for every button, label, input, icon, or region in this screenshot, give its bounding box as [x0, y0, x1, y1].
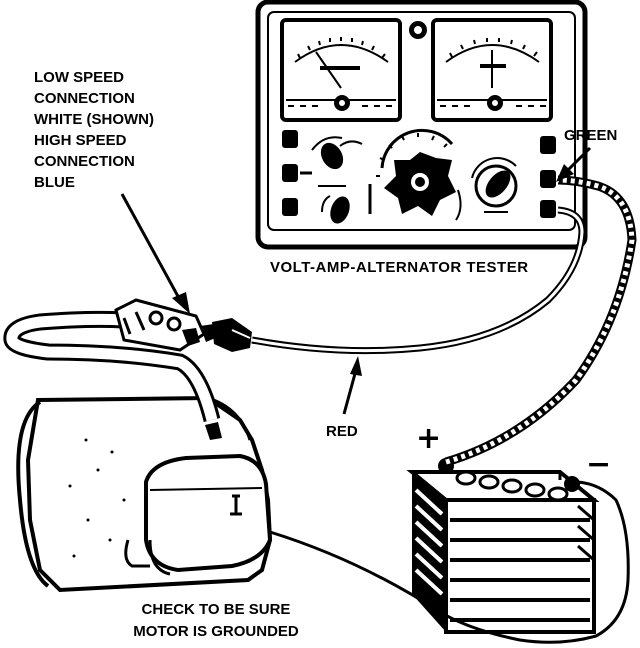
tester-unit: VOLT-AMP-ALTERNATOR TESTER [255, 0, 588, 276]
arrow-head-icon [172, 292, 190, 314]
arrow-head-icon [556, 164, 574, 182]
alligator-clip-icon [212, 318, 252, 352]
connection-note: LOW SPEED CONNECTION WHITE (SHOWN) HIGH … [34, 69, 154, 191]
connection-note-line: BLUE [34, 174, 75, 191]
amp-meter-icon [431, 18, 553, 122]
top-knob-icon [409, 21, 427, 39]
wires [3, 175, 637, 644]
arrow-head-icon [350, 356, 362, 376]
tester-label: VOLT-AMP-ALTERNATOR TESTER [270, 259, 529, 276]
connection-note-line: WHITE (SHOWN) [34, 111, 154, 128]
green-label: GREEN [564, 127, 617, 144]
connection-note-line: HIGH SPEED [34, 132, 127, 149]
right-terminals-icon [540, 136, 556, 218]
connector-plug-icon [114, 298, 220, 352]
ground-note-line: CHECK TO BE SURE [142, 601, 291, 618]
range-dial-icon [471, 157, 518, 213]
connection-note-line: LOW SPEED [34, 69, 124, 86]
connection-note-line: CONNECTION [34, 90, 135, 107]
selector-switch-icon [311, 136, 363, 224]
left-terminals-icon [282, 130, 312, 216]
battery-icon [406, 458, 600, 634]
ground-note: CHECK TO BE SURE MOTOR IS GROUNDED [133, 601, 299, 640]
ground-wire [269, 480, 630, 644]
red-label: RED [326, 423, 358, 440]
connection-note-line: CONNECTION [34, 153, 135, 170]
load-control-knob-icon [368, 128, 462, 221]
volt-meter-icon [280, 18, 402, 122]
connection-arrow-line [120, 193, 182, 301]
pointer-arrows [120, 146, 592, 415]
minus-symbol: − [586, 447, 611, 482]
plus-symbol: + [416, 421, 441, 456]
compressor-motor-icon [16, 395, 273, 593]
ground-note-line: MOTOR IS GROUNDED [133, 623, 299, 640]
